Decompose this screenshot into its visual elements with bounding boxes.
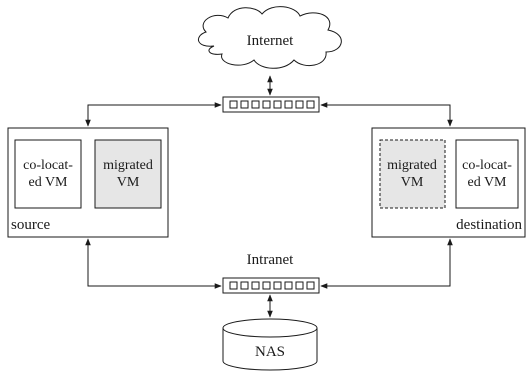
switch-port (306, 100, 315, 109)
switch-port (273, 100, 282, 109)
intranet-switch (222, 277, 320, 294)
destination-colocated-vm-line1: co-locat- (462, 158, 512, 173)
internet-cloud: Internet (198, 6, 342, 69)
source-internet-link (85, 102, 222, 127)
source-colocated-vm-line2: ed VM (28, 175, 68, 190)
destination-colocated-vm-line2: ed VM (467, 175, 507, 190)
switch-port (284, 281, 293, 290)
switch-port (229, 281, 238, 290)
destination-host: migrated VM co-locat- ed VM destination (371, 127, 526, 238)
destination-migrated-vm-line2: VM (401, 175, 424, 190)
switch-port (229, 100, 238, 109)
source-host: co-locat- ed VM migrated VM source (7, 127, 169, 238)
destination-migrated-vm (379, 139, 446, 209)
source-label: source (11, 217, 50, 233)
switch-ports (229, 281, 315, 290)
switch-port (240, 281, 249, 290)
switch-port (284, 100, 293, 109)
switch-port (295, 281, 304, 290)
nas-label: NAS (255, 344, 285, 360)
destination-intranet-link (320, 238, 453, 289)
source-colocated-vm-line1: co-locat- (23, 158, 73, 173)
source-intranet-link (85, 238, 222, 289)
destination-internet-link (320, 102, 453, 127)
source-colocated-vm (14, 139, 82, 209)
internet-switch (222, 96, 320, 113)
nas-cylinder-body (222, 328, 318, 371)
source-migrated-vm-line2: VM (117, 175, 140, 190)
nas-cylinder-top (222, 318, 318, 338)
switch-ports (229, 100, 315, 109)
switch-port (306, 281, 315, 290)
intranet-label: Intranet (247, 252, 294, 268)
nas-storage: NAS (222, 318, 318, 371)
destination-label: destination (456, 217, 522, 233)
cloud-shape (198, 6, 342, 69)
source-migrated-vm-line1: migrated (103, 158, 153, 173)
switch-port (262, 281, 271, 290)
internet-label: Internet (247, 33, 294, 49)
destination-migrated-vm-line1: migrated (387, 158, 437, 173)
switch-port (262, 100, 271, 109)
destination-colocated-vm (455, 139, 519, 209)
source-migrated-vm (94, 139, 162, 209)
switch-port (251, 100, 260, 109)
switch-port (295, 100, 304, 109)
switch-port (240, 100, 249, 109)
switch-port (273, 281, 282, 290)
switch-port (251, 281, 260, 290)
